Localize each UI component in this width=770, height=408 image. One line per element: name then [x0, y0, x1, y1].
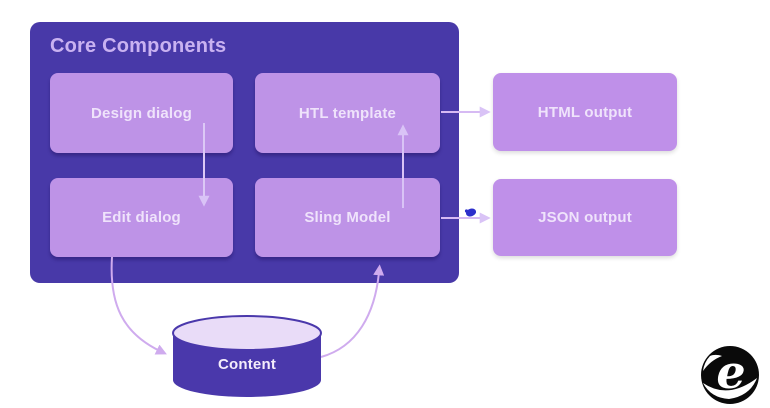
- node-json-output-label: JSON output: [538, 209, 632, 226]
- node-htl-template: HTL template: [255, 73, 440, 153]
- container-title: Core Components: [50, 35, 227, 57]
- node-edit-dialog: Edit dialog: [50, 178, 233, 257]
- node-htl-template-label: HTL template: [298, 104, 397, 122]
- pointer-dot-icon: [464, 208, 477, 217]
- arrow-content-to-sling: [320, 264, 385, 358]
- e-logo-icon: e: [701, 345, 759, 404]
- content-datastore-label: Content: [217, 356, 277, 373]
- node-sling-model: Sling Model: [255, 178, 440, 257]
- node-html-output-label: HTML output: [537, 103, 633, 121]
- node-edit-dialog-label: Edit dialog: [102, 209, 181, 226]
- node-design-dialog: Design dialog: [50, 73, 233, 153]
- node-json-output: JSON output: [493, 179, 677, 256]
- node-design-dialog-label: Design dialog: [91, 104, 192, 122]
- node-sling-model-label: Sling Model: [304, 209, 391, 226]
- node-html-output: HTML output: [493, 73, 677, 151]
